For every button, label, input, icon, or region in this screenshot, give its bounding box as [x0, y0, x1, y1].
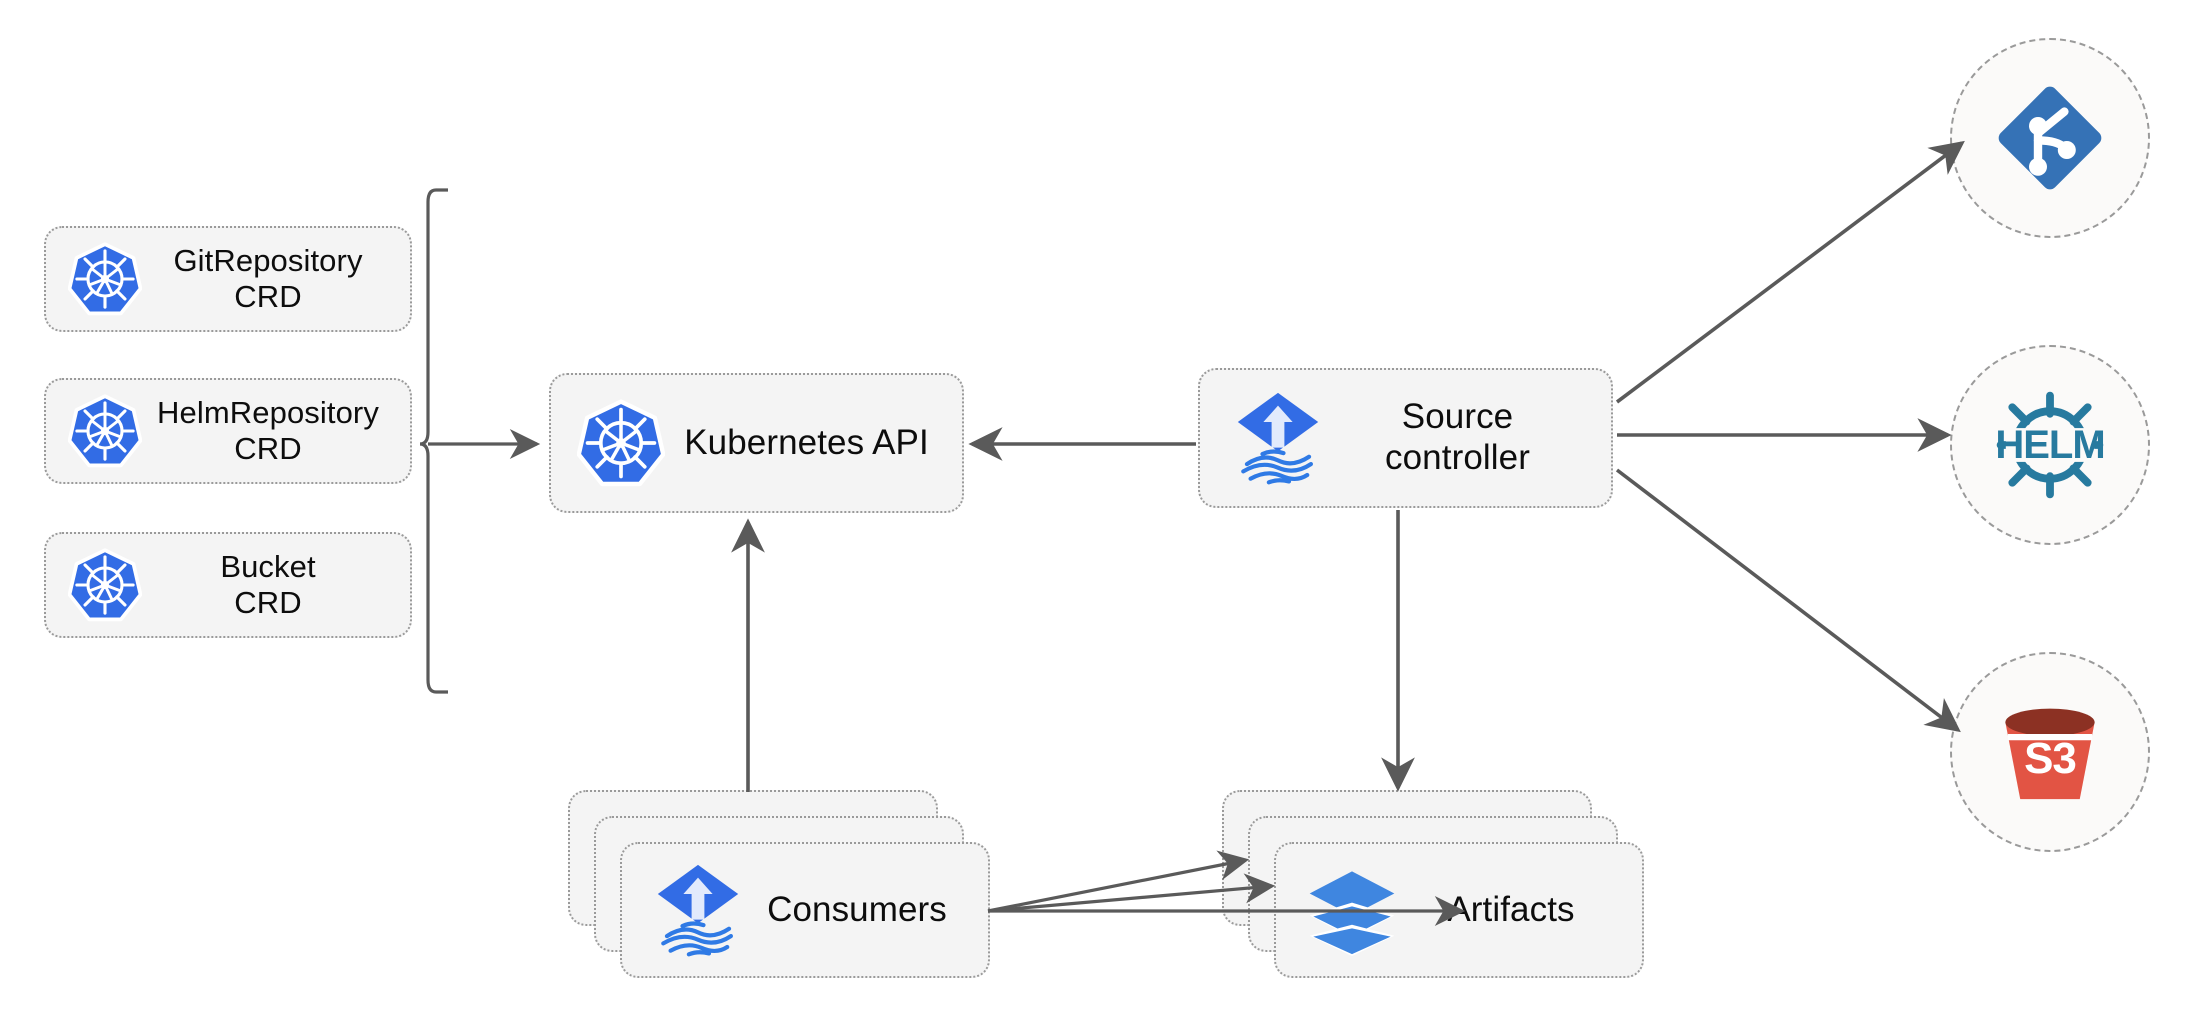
- crd-label: HelmRepository CRD: [157, 395, 379, 466]
- crd-label: Bucket CRD: [220, 549, 316, 620]
- crd-card-gitrepository[interactable]: GitRepository CRD: [44, 226, 412, 332]
- node-label: Artifacts: [1447, 889, 1575, 929]
- edge-source-controller-to-git: [1615, 140, 1965, 404]
- edge-source-controller-to-s3: [1615, 468, 1961, 733]
- node-artifacts-stack[interactable]: Artifacts: [1222, 790, 1652, 980]
- source-circle-git[interactable]: [1950, 38, 2150, 238]
- node-consumers[interactable]: Consumers: [620, 842, 990, 978]
- kubernetes-icon: [577, 399, 665, 487]
- kubernetes-icon: [68, 548, 142, 622]
- node-label: Source controller: [1385, 397, 1530, 477]
- edge-consumers-to-artifacts-back: [987, 850, 1250, 913]
- node-kubernetes-api[interactable]: Kubernetes API: [549, 373, 964, 513]
- crd-card-helmrepository[interactable]: HelmRepository CRD: [44, 378, 412, 484]
- node-consumers-stack[interactable]: Consumers: [568, 790, 990, 980]
- flux-icon: [1232, 391, 1324, 485]
- s3-label: S3: [2024, 734, 2077, 783]
- git-icon: [1990, 78, 2110, 198]
- node-source-controller[interactable]: Source controller: [1198, 368, 1613, 508]
- source-circle-s3[interactable]: S3: [1950, 652, 2150, 852]
- crd-group-brace: [419, 188, 448, 694]
- node-artifacts[interactable]: Artifacts: [1274, 842, 1644, 978]
- layers-icon: [1306, 864, 1398, 956]
- kubernetes-icon: [68, 242, 142, 316]
- kubernetes-icon: [68, 394, 142, 468]
- node-label: Consumers: [767, 889, 947, 929]
- node-label: Kubernetes API: [684, 422, 929, 462]
- source-circle-helm[interactable]: HELM: [1950, 345, 2150, 545]
- crd-card-bucket[interactable]: Bucket CRD: [44, 532, 412, 638]
- helm-label: HELM: [1995, 422, 2105, 467]
- crd-label: GitRepository CRD: [173, 243, 363, 314]
- flux-icon: [652, 864, 744, 956]
